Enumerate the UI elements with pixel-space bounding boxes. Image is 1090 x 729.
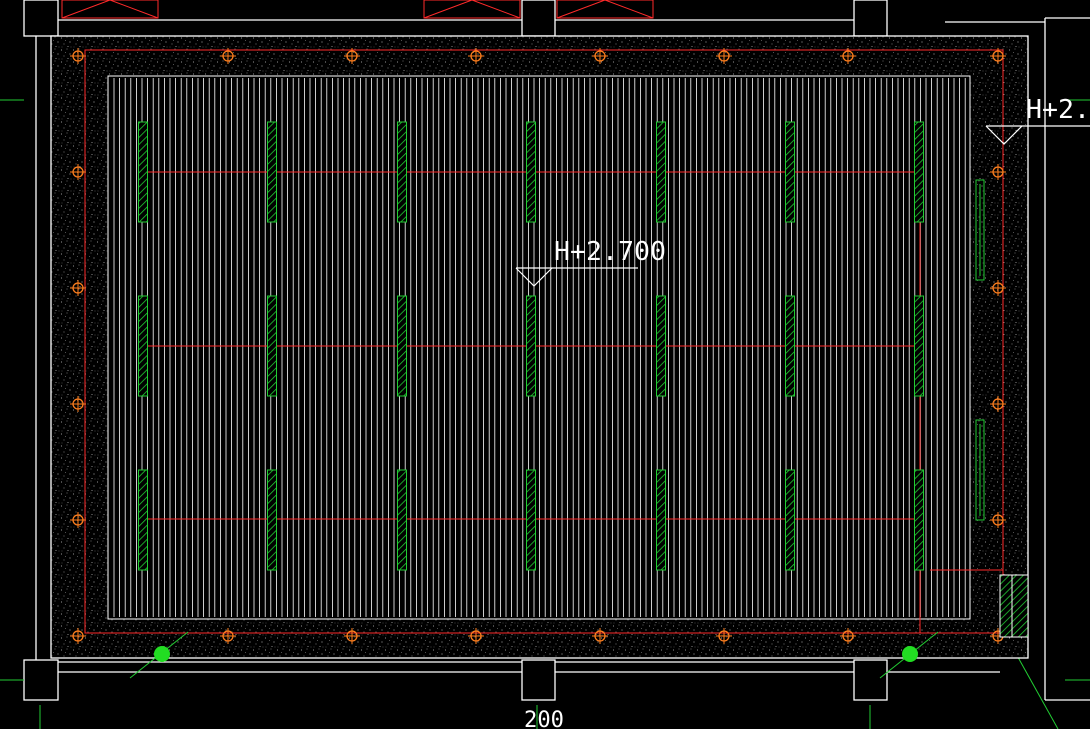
window-symbols [61,0,654,19]
linear-light-fixture-icon [526,121,536,223]
linear-light-fixture-icon [975,179,985,281]
sprinkler-head-icon [344,48,360,64]
sprinkler-head-icon [990,396,1006,412]
sensor-symbols [129,631,939,679]
linear-light-fixture-icon [785,469,795,571]
sprinkler-head-icon [70,164,86,180]
linear-light-fixture-icon [656,469,666,571]
sprinkler-head-icon [840,628,856,644]
elevation-label-side: H+2. [1026,95,1090,125]
linear-light-fixture-icon [138,295,148,397]
sprinkler-head-icon [220,628,236,644]
linear-light-fixture-icon [138,121,148,223]
elevation-marker-icon [515,267,638,287]
sprinkler-head-icon [592,628,608,644]
linear-light-fixture-icon [785,121,795,223]
sprinkler-head-icon [344,628,360,644]
sprinkler-head-icon [70,512,86,528]
linear-light-fixture-icon [526,295,536,397]
linear-light-fixture-icon [656,295,666,397]
sprinkler-head-icon [468,48,484,64]
linear-light-fixture-icon [397,295,407,397]
sprinkler-head-icon [70,280,86,296]
sprinkler-heads [70,48,1006,644]
elevation-label-main: H+2.700 [554,237,666,267]
linear-light-fixture-icon [267,295,277,397]
sprinkler-head-icon [990,164,1006,180]
linear-light-fixture-icon [138,469,148,571]
linear-light-fixture-icon [267,469,277,571]
sprinkler-head-icon [468,628,484,644]
sensor-dot-icon [154,646,170,662]
sprinkler-head-icon [716,48,732,64]
dimension-label: 200 [524,708,564,729]
linear-light-fixture-icon [526,469,536,571]
light-fixtures [138,121,985,571]
linear-light-fixture-icon [914,295,924,397]
sprinkler-head-icon [70,48,86,64]
sensor-dot-icon [902,646,918,662]
linear-light-fixture-icon [975,419,985,521]
sprinkler-head-icon [716,628,732,644]
ceiling-area [107,75,971,620]
sprinkler-head-icon [70,396,86,412]
linear-light-fixture-icon [656,121,666,223]
sprinkler-head-icon [990,512,1006,528]
ceiling-strips [113,78,966,617]
linear-light-fixture-icon [397,121,407,223]
linear-light-fixture-icon [785,295,795,397]
sprinkler-head-icon [990,48,1006,64]
sprinkler-head-icon [70,628,86,644]
linear-light-fixture-icon [914,121,924,223]
sprinkler-head-icon [592,48,608,64]
linear-light-fixture-icon [267,121,277,223]
sprinkler-head-icon [840,48,856,64]
equipment-box [999,574,1029,638]
linear-light-fixture-icon [397,469,407,571]
linear-light-fixture-icon [914,469,924,571]
sprinkler-head-icon [220,48,236,64]
sprinkler-head-icon [990,280,1006,296]
elevation-marker-icon [985,125,1090,145]
